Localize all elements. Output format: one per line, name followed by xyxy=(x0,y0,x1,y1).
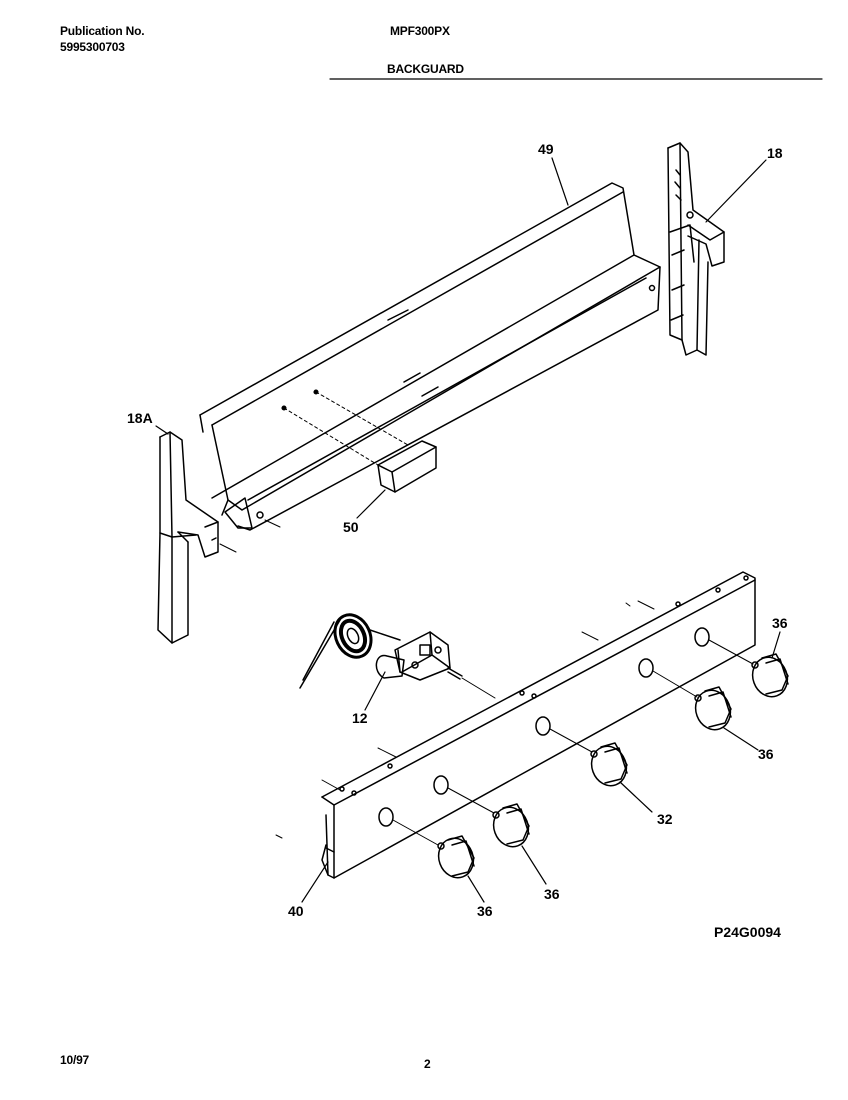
callout-40: 40 xyxy=(288,903,304,919)
callout-18a: 18A xyxy=(127,410,153,426)
callout-36-bottom: 36 xyxy=(477,903,493,919)
clip-part xyxy=(377,440,437,493)
leader-lines xyxy=(155,157,781,903)
section-title: BACKGUARD xyxy=(387,62,464,76)
callout-36-middle: 36 xyxy=(544,886,560,902)
knob-1 xyxy=(392,819,475,879)
footer-date: 10/97 xyxy=(60,1053,90,1067)
callout-12: 12 xyxy=(352,710,368,726)
control-panel xyxy=(275,571,756,879)
backguard-panel xyxy=(199,182,661,531)
publication-label: Publication No. xyxy=(60,24,145,38)
model-number: MPF300PX xyxy=(390,24,450,38)
knob-4 xyxy=(652,670,732,731)
figure-id: P24G0094 xyxy=(714,924,781,940)
callout-36-right: 36 xyxy=(758,746,774,762)
publication-number: 5995300703 xyxy=(60,40,125,54)
right-end-bracket xyxy=(667,142,725,356)
page-number: 2 xyxy=(424,1057,431,1071)
thermostat-assembly xyxy=(299,613,496,699)
knob-2 xyxy=(447,787,530,848)
knob-3 xyxy=(549,728,628,787)
knob-5 xyxy=(708,639,789,698)
callout-18: 18 xyxy=(767,145,783,161)
left-end-bracket xyxy=(157,431,237,644)
callout-36-top-right: 36 xyxy=(772,615,788,631)
callout-50: 50 xyxy=(343,519,359,535)
callout-32: 32 xyxy=(657,811,673,827)
callout-49: 49 xyxy=(538,141,554,157)
